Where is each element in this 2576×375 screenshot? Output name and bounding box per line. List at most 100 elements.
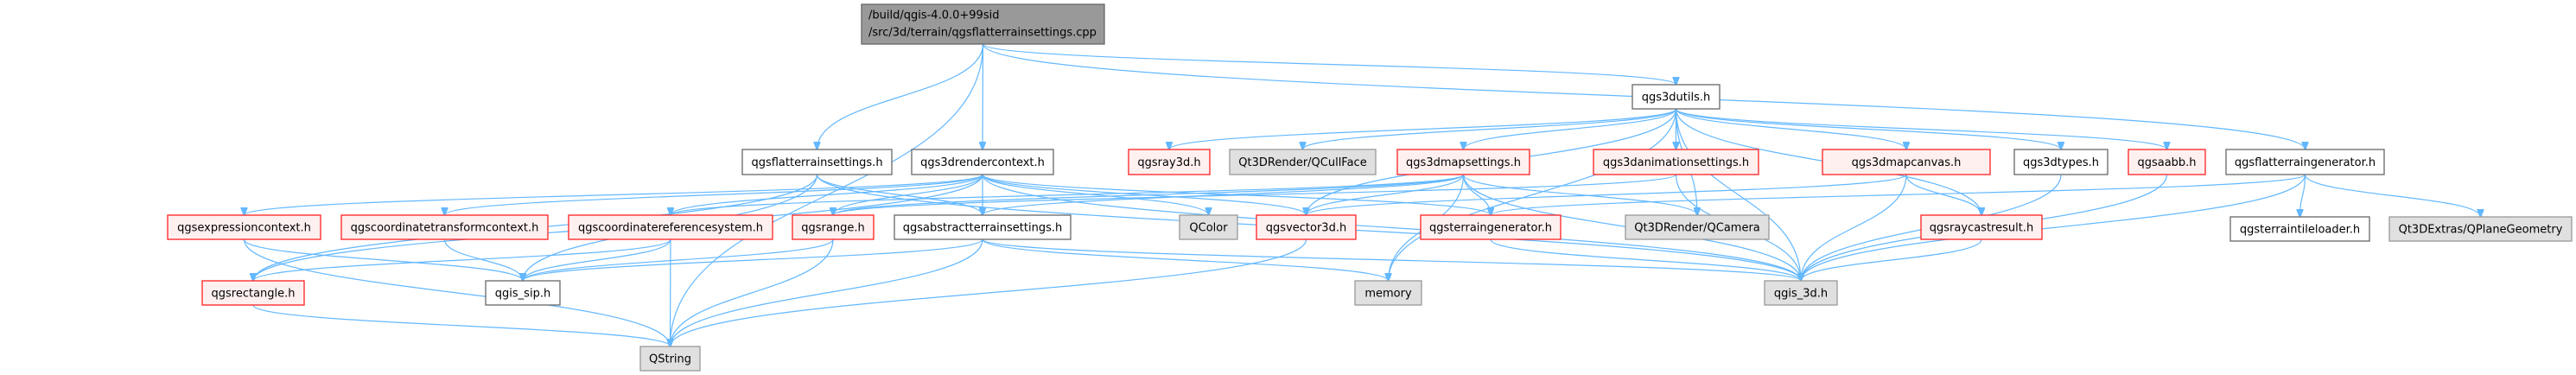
edge-qgs3drendercontext-to-qgsrange: [833, 174, 983, 215]
node-qgs3dmapcanvas[interactable]: qgs3dmapcanvas.h: [1822, 149, 1991, 175]
node-qcullface[interactable]: Qt3DRender/QCullFace: [1229, 149, 1377, 175]
edge-qgs3drendercontext-to-qgscoordinatereferencesystem: [671, 174, 983, 215]
node-box: [2013, 149, 2109, 175]
node-qgs3dtypes[interactable]: qgs3dtypes.h: [2013, 149, 2109, 175]
node-qgsaabb[interactable]: qgsaabb.h: [2128, 149, 2206, 175]
node-box: [1920, 214, 2043, 240]
node-label: qgsrectangle.h: [211, 288, 295, 301]
node-box: [201, 280, 305, 306]
node-qgsray3d[interactable]: qgsray3d.h: [1128, 149, 1211, 175]
node-qgs3danimationsettings[interactable]: qgs3danimationsettings.h: [1593, 149, 1759, 175]
node-label: qgsray3d.h: [1137, 156, 1200, 169]
node-box: [1764, 280, 1838, 306]
node-qplanegeometry[interactable]: Qt3DExtras/QPlaneGeometry: [2388, 216, 2573, 242]
node-qgsvector3d[interactable]: qgsvector3d.h: [1256, 214, 1357, 240]
edges-layer: [243, 43, 2481, 346]
node-label: Qt3DRender/QCullFace: [1238, 156, 1366, 169]
node-qgis-3d[interactable]: qgis_3d.h: [1764, 280, 1838, 306]
node-label: qgscoordinatereferencesystem.h: [578, 222, 763, 235]
edge-qgsvector3d-to-qstring: [671, 238, 1307, 346]
edge-qgs3drendercontext-to-qgis_3d: [982, 174, 1801, 281]
node-label: qgsaabb.h: [2137, 156, 2196, 169]
edge-qgs3dutils-to-qgsray3d: [1169, 108, 1677, 149]
node-box: [1256, 214, 1357, 240]
node-box: [2229, 216, 2370, 242]
node-qgsraycastresult[interactable]: qgsraycastresult.h: [1920, 214, 2043, 240]
node-label: QColor: [1189, 222, 1228, 235]
node-qgsterraingenerator[interactable]: qgsterraingenerator.h: [1420, 214, 1562, 240]
node-box: [2225, 149, 2385, 175]
edge-qgsexpressioncontext-to-qstring: [243, 238, 671, 346]
edge-qgsrange-to-qstring: [671, 238, 834, 346]
edge-qgsabstractterrainsettings-to-memory: [982, 238, 1389, 281]
node-qgis-sip[interactable]: qgis_sip.h: [485, 280, 561, 306]
node-label: QString: [649, 353, 691, 366]
edge-qgsabstractterrainsettings-to-qgis_sip: [523, 238, 983, 281]
node-box: [340, 214, 549, 240]
node-qgscoordinatereferencesystem[interactable]: qgscoordinatereferencesystem.h: [568, 214, 773, 240]
root-node[interactable]: /build/qgis-4.0.0+99sid /src/3d/terrain/…: [861, 3, 1105, 45]
node-qgsrange[interactable]: qgsrange.h: [792, 214, 875, 240]
node-qgs3dmapsettings[interactable]: qgs3dmapsettings.h: [1396, 149, 1530, 175]
node-qcolor[interactable]: QColor: [1179, 214, 1238, 240]
node-box: [1593, 149, 1759, 175]
node-label: qgsterraintileloader.h: [2240, 224, 2360, 237]
edge-qgsflatterraingenerator-to-qplanegeometry: [2304, 174, 2481, 217]
node-label: Qt3DExtras/QPlaneGeometry: [2399, 224, 2563, 237]
node-qgsterraintileloader[interactable]: qgsterraintileloader.h: [2229, 216, 2370, 242]
edge-qgsabstractterrainsettings-to-qgis_3d: [982, 238, 1801, 281]
node-box: [741, 149, 893, 175]
node-box: [792, 214, 875, 240]
edge-qgsabstractterrainsettings-to-qstring: [671, 238, 983, 346]
edge-qgs3dmapcanvas-to-qgis_3d: [1801, 174, 1907, 281]
node-qgsexpressioncontext[interactable]: qgsexpressioncontext.h: [167, 214, 321, 240]
edge-qgsrange-to-qgis_sip: [523, 238, 834, 281]
node-box: [167, 214, 321, 240]
edge-qgsterraingenerator-to-qgis_3d: [1490, 238, 1801, 281]
edge-qgsexpressioncontext-to-qgis_sip: [243, 238, 524, 281]
node-qcamera[interactable]: Qt3DRender/QCamera: [1625, 214, 1770, 240]
node-qgs3drendercontext[interactable]: qgs3drendercontext.h: [911, 149, 1054, 175]
node-memory[interactable]: memory: [1354, 280, 1422, 306]
edge-qgs3dutils-to-memory: [1389, 108, 1677, 281]
edge-root-to-qgs3dutils: [982, 43, 1676, 85]
node-label: qgscoordinatetransformcontext.h: [351, 222, 539, 235]
node-label: qgis_3d.h: [1774, 288, 1828, 301]
node-label: qgis_sip.h: [495, 288, 550, 301]
edge-qgs3dmapsettings-to-qgsvector3d: [1307, 174, 1465, 215]
edge-qgsflatterraingenerator-to-qgsterraingenerator: [1491, 174, 2306, 215]
edge-qgs3dutils-to-qgis_3d: [1675, 108, 1802, 281]
edge-qgscoordinatereferencesystem-to-qgis_sip: [523, 238, 671, 281]
node-qgsflatterrainsettings[interactable]: qgsflatterrainsettings.h: [741, 149, 893, 175]
edge-qgsflatterrainsettings-to-qgsabstractterrainsettings: [816, 174, 983, 215]
node-box: [2128, 149, 2206, 175]
node-label: qgs3dmapsettings.h: [1406, 156, 1521, 169]
node-label: qgs3drendercontext.h: [920, 156, 1045, 169]
edge-qgsflatterraingenerator-to-qgsterraintileloader: [2300, 174, 2306, 217]
node-qgsabstractterrainsettings[interactable]: qgsabstractterrainsettings.h: [894, 214, 1072, 240]
edge-qgs3drendercontext-to-qcolor: [982, 174, 1209, 215]
edge-qgs3dutils-to-qgs3dmapcanvas: [1675, 108, 1907, 149]
edge-qgsrectangle-to-qstring: [252, 304, 671, 346]
node-box: [1179, 214, 1238, 240]
node-qstring[interactable]: QString: [639, 346, 701, 372]
edge-qgs3drendercontext-to-qgscoordinatetransformcontext: [445, 174, 983, 215]
node-qgsrectangle[interactable]: qgsrectangle.h: [201, 280, 305, 306]
edge-qgs3danimationsettings-to-qgsrange: [833, 174, 1677, 215]
node-label: memory: [1364, 288, 1412, 301]
node-label: qgs3dtypes.h: [2023, 156, 2099, 169]
node-label: qgs3dmapcanvas.h: [1852, 156, 1962, 169]
node-qgscoordinatetransformcontext[interactable]: qgscoordinatetransformcontext.h: [340, 214, 549, 240]
node-label: qgsrange.h: [801, 222, 864, 235]
node-box: [1625, 214, 1770, 240]
edge-root-to-qgsflatterrainsettings: [817, 43, 984, 149]
node-box: [485, 280, 561, 306]
node-qgsflatterraingenerator[interactable]: qgsflatterraingenerator.h: [2225, 149, 2385, 175]
node-box: [1229, 149, 1377, 175]
edge-qgs3dmapsettings-to-qgscoordinatereferencesystem: [671, 174, 1465, 215]
node-qgs3dutils[interactable]: qgs3dutils.h: [1631, 84, 1721, 110]
edge-qgs3dmapcanvas-to-qgsraycastresult: [1905, 174, 1981, 215]
edge-qgs3dmapsettings-to-qgsabstractterrainsettings: [983, 174, 1465, 215]
edge-qgs3dutils-to-qcullface: [1303, 108, 1677, 149]
